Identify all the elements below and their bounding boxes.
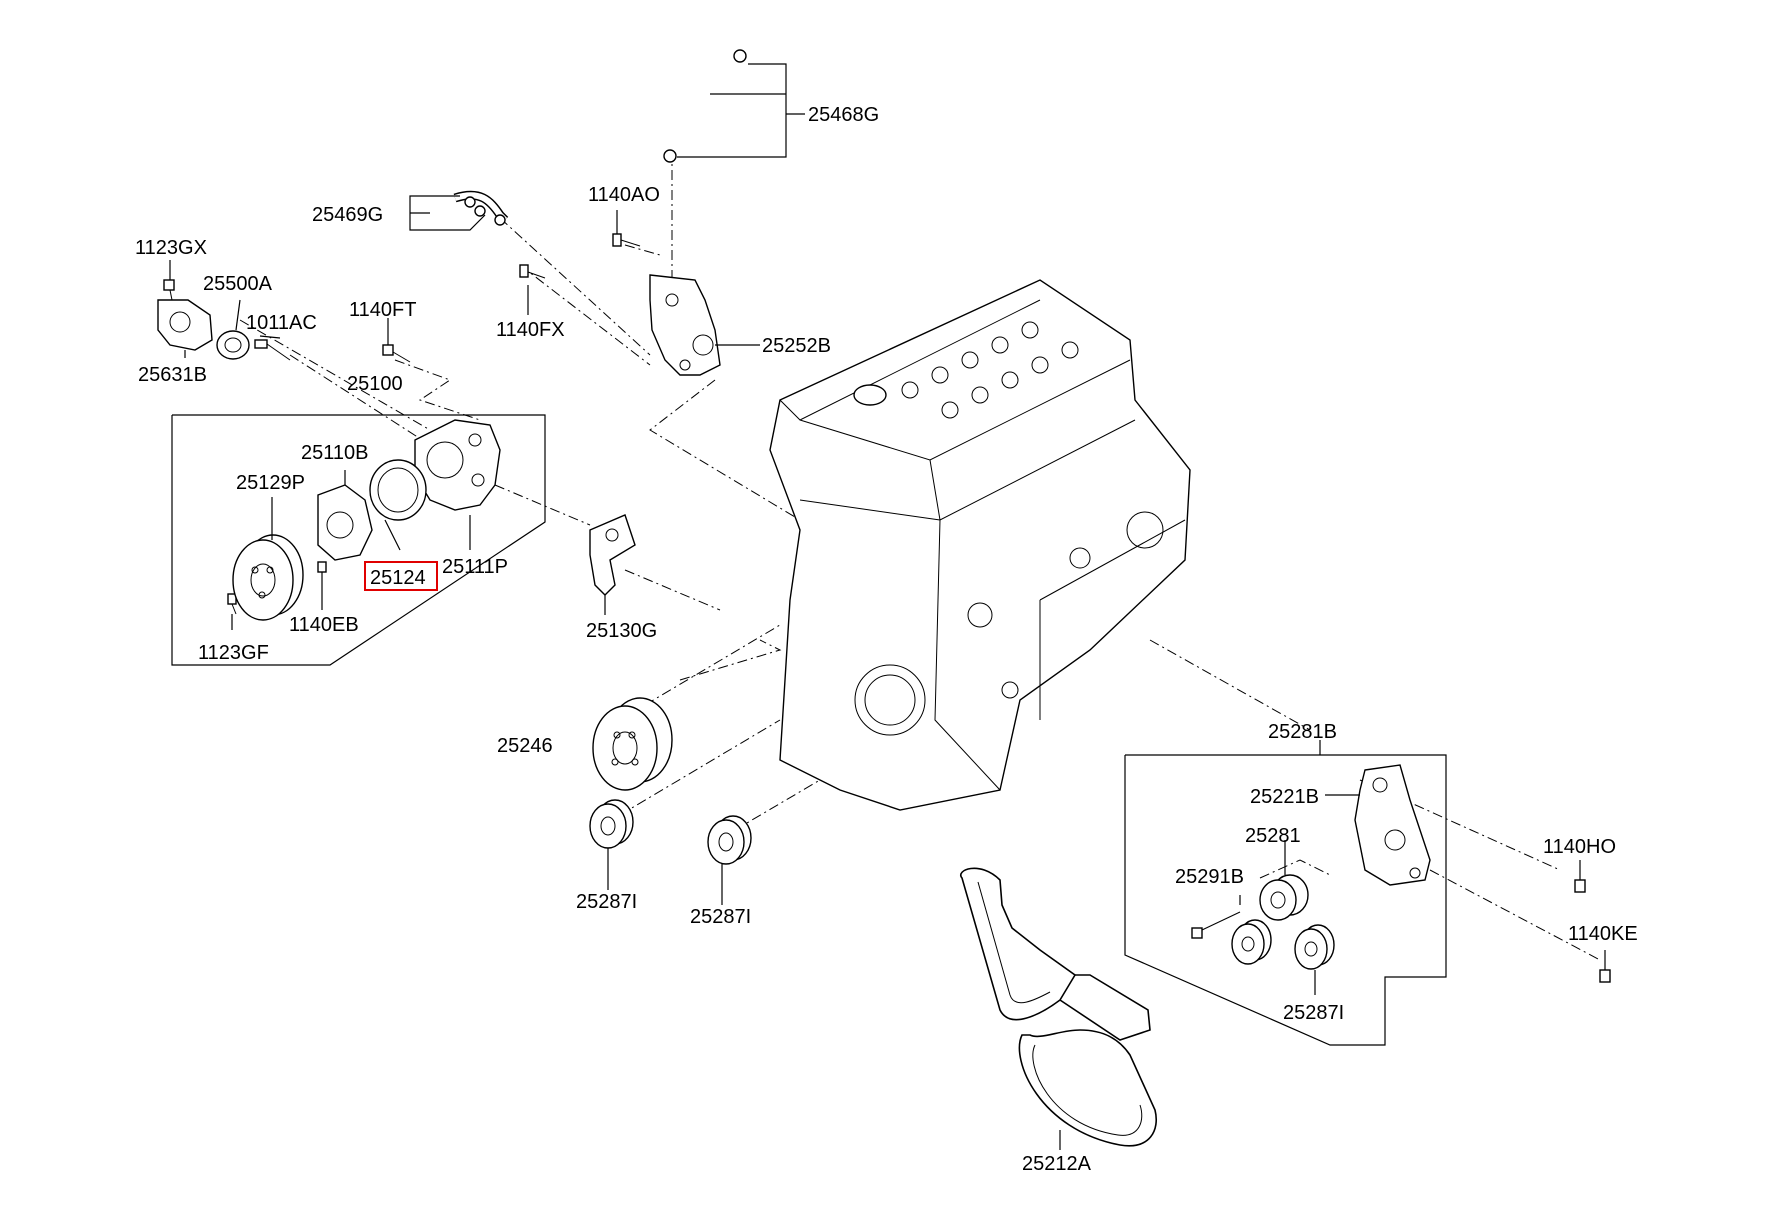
- label-1123gf[interactable]: 1123GF: [198, 642, 269, 664]
- label-25291b[interactable]: 25291B: [1175, 866, 1244, 888]
- bolt-1140ho: [1574, 879, 1586, 893]
- label-25129p[interactable]: 25129P: [236, 472, 305, 494]
- label-25287i-a[interactable]: 25287I: [576, 891, 637, 913]
- label-25130g[interactable]: 25130G: [586, 620, 657, 642]
- bolt-1140ao: [612, 233, 641, 247]
- label-25124[interactable]: 25124: [370, 567, 426, 589]
- pulley-25129p: [232, 534, 304, 621]
- pulley-25246: [592, 697, 673, 791]
- dashed-leader-lines: [239, 150, 1601, 961]
- label-25287i-c[interactable]: 25287I: [1283, 1002, 1344, 1024]
- bolt-1011ac: [254, 339, 291, 361]
- tensioner-bracket-25221b: [1354, 764, 1431, 886]
- engine-block: [769, 279, 1191, 811]
- bolt-1123gx: [163, 279, 175, 301]
- bolt-1140ke: [1599, 969, 1611, 983]
- part-labels: 25468G 25469G 1140AO 1123GX 25500A 1011A…: [135, 104, 1638, 1175]
- label-25246[interactable]: 25246: [497, 735, 553, 757]
- label-25111p[interactable]: 25111P: [442, 556, 508, 578]
- water-pump-group-box: [171, 414, 546, 666]
- thermostat-25500a: [216, 330, 250, 360]
- bolt-1140ft: [382, 344, 411, 363]
- hose-25468g: [663, 48, 747, 163]
- bolt-1140fx: [519, 264, 546, 279]
- bolt-1140eb: [317, 561, 327, 573]
- label-25469g[interactable]: 25469G: [312, 204, 383, 226]
- leader-25468g: [677, 63, 787, 158]
- bolt-25291b: [1191, 911, 1241, 939]
- bracket-25252b: [649, 274, 721, 376]
- gasket-25124: [369, 459, 427, 521]
- tensioner-25281: [1259, 874, 1309, 921]
- label-1123gx[interactable]: 1123GX: [135, 237, 207, 259]
- label-25221b[interactable]: 25221B: [1250, 786, 1319, 808]
- label-25468g[interactable]: 25468G: [808, 104, 879, 126]
- idler-pulley-25287i-a: [589, 799, 634, 849]
- hose-25469g: [453, 190, 509, 226]
- label-1140ke[interactable]: 1140KE: [1568, 923, 1638, 945]
- bolt-1123gf: [227, 593, 237, 615]
- label-25110b[interactable]: 25110B: [301, 442, 368, 464]
- label-1140ho[interactable]: 1140HO: [1543, 836, 1616, 858]
- label-25287i-b[interactable]: 25287I: [690, 906, 751, 928]
- drive-belt-25212a: [960, 867, 1157, 1147]
- label-25281[interactable]: 25281: [1245, 825, 1301, 847]
- label-1140fx[interactable]: 1140FX: [496, 319, 565, 341]
- water-pump-housing-25100: [414, 419, 501, 511]
- label-1140eb[interactable]: 1140EB: [289, 614, 359, 636]
- label-25252b[interactable]: 25252B: [762, 335, 831, 357]
- label-25281b[interactable]: 25281B: [1268, 721, 1337, 743]
- thermostat-cover-25631b: [157, 299, 213, 351]
- gasket-25130g: [589, 514, 636, 596]
- tensioner-group-box: [1124, 754, 1447, 1046]
- leader-25469g: [409, 195, 486, 231]
- label-1011ac[interactable]: 1011AC: [246, 312, 317, 334]
- idler-pulley-25287i-c: [1231, 919, 1335, 970]
- label-1140ao[interactable]: 1140AO: [588, 184, 660, 206]
- label-1140ft[interactable]: 1140FT: [349, 299, 416, 321]
- water-pump-25110b: [317, 484, 373, 561]
- idler-pulley-25287i-b: [707, 815, 752, 865]
- label-25100[interactable]: 25100: [347, 373, 403, 395]
- highlight-box-25124: [364, 561, 438, 591]
- label-25500a[interactable]: 25500A: [203, 273, 273, 295]
- label-25631b[interactable]: 25631B: [138, 364, 207, 386]
- label-25212a[interactable]: 25212A: [1022, 1153, 1092, 1175]
- camshaft-cover-bosses: [901, 321, 1079, 419]
